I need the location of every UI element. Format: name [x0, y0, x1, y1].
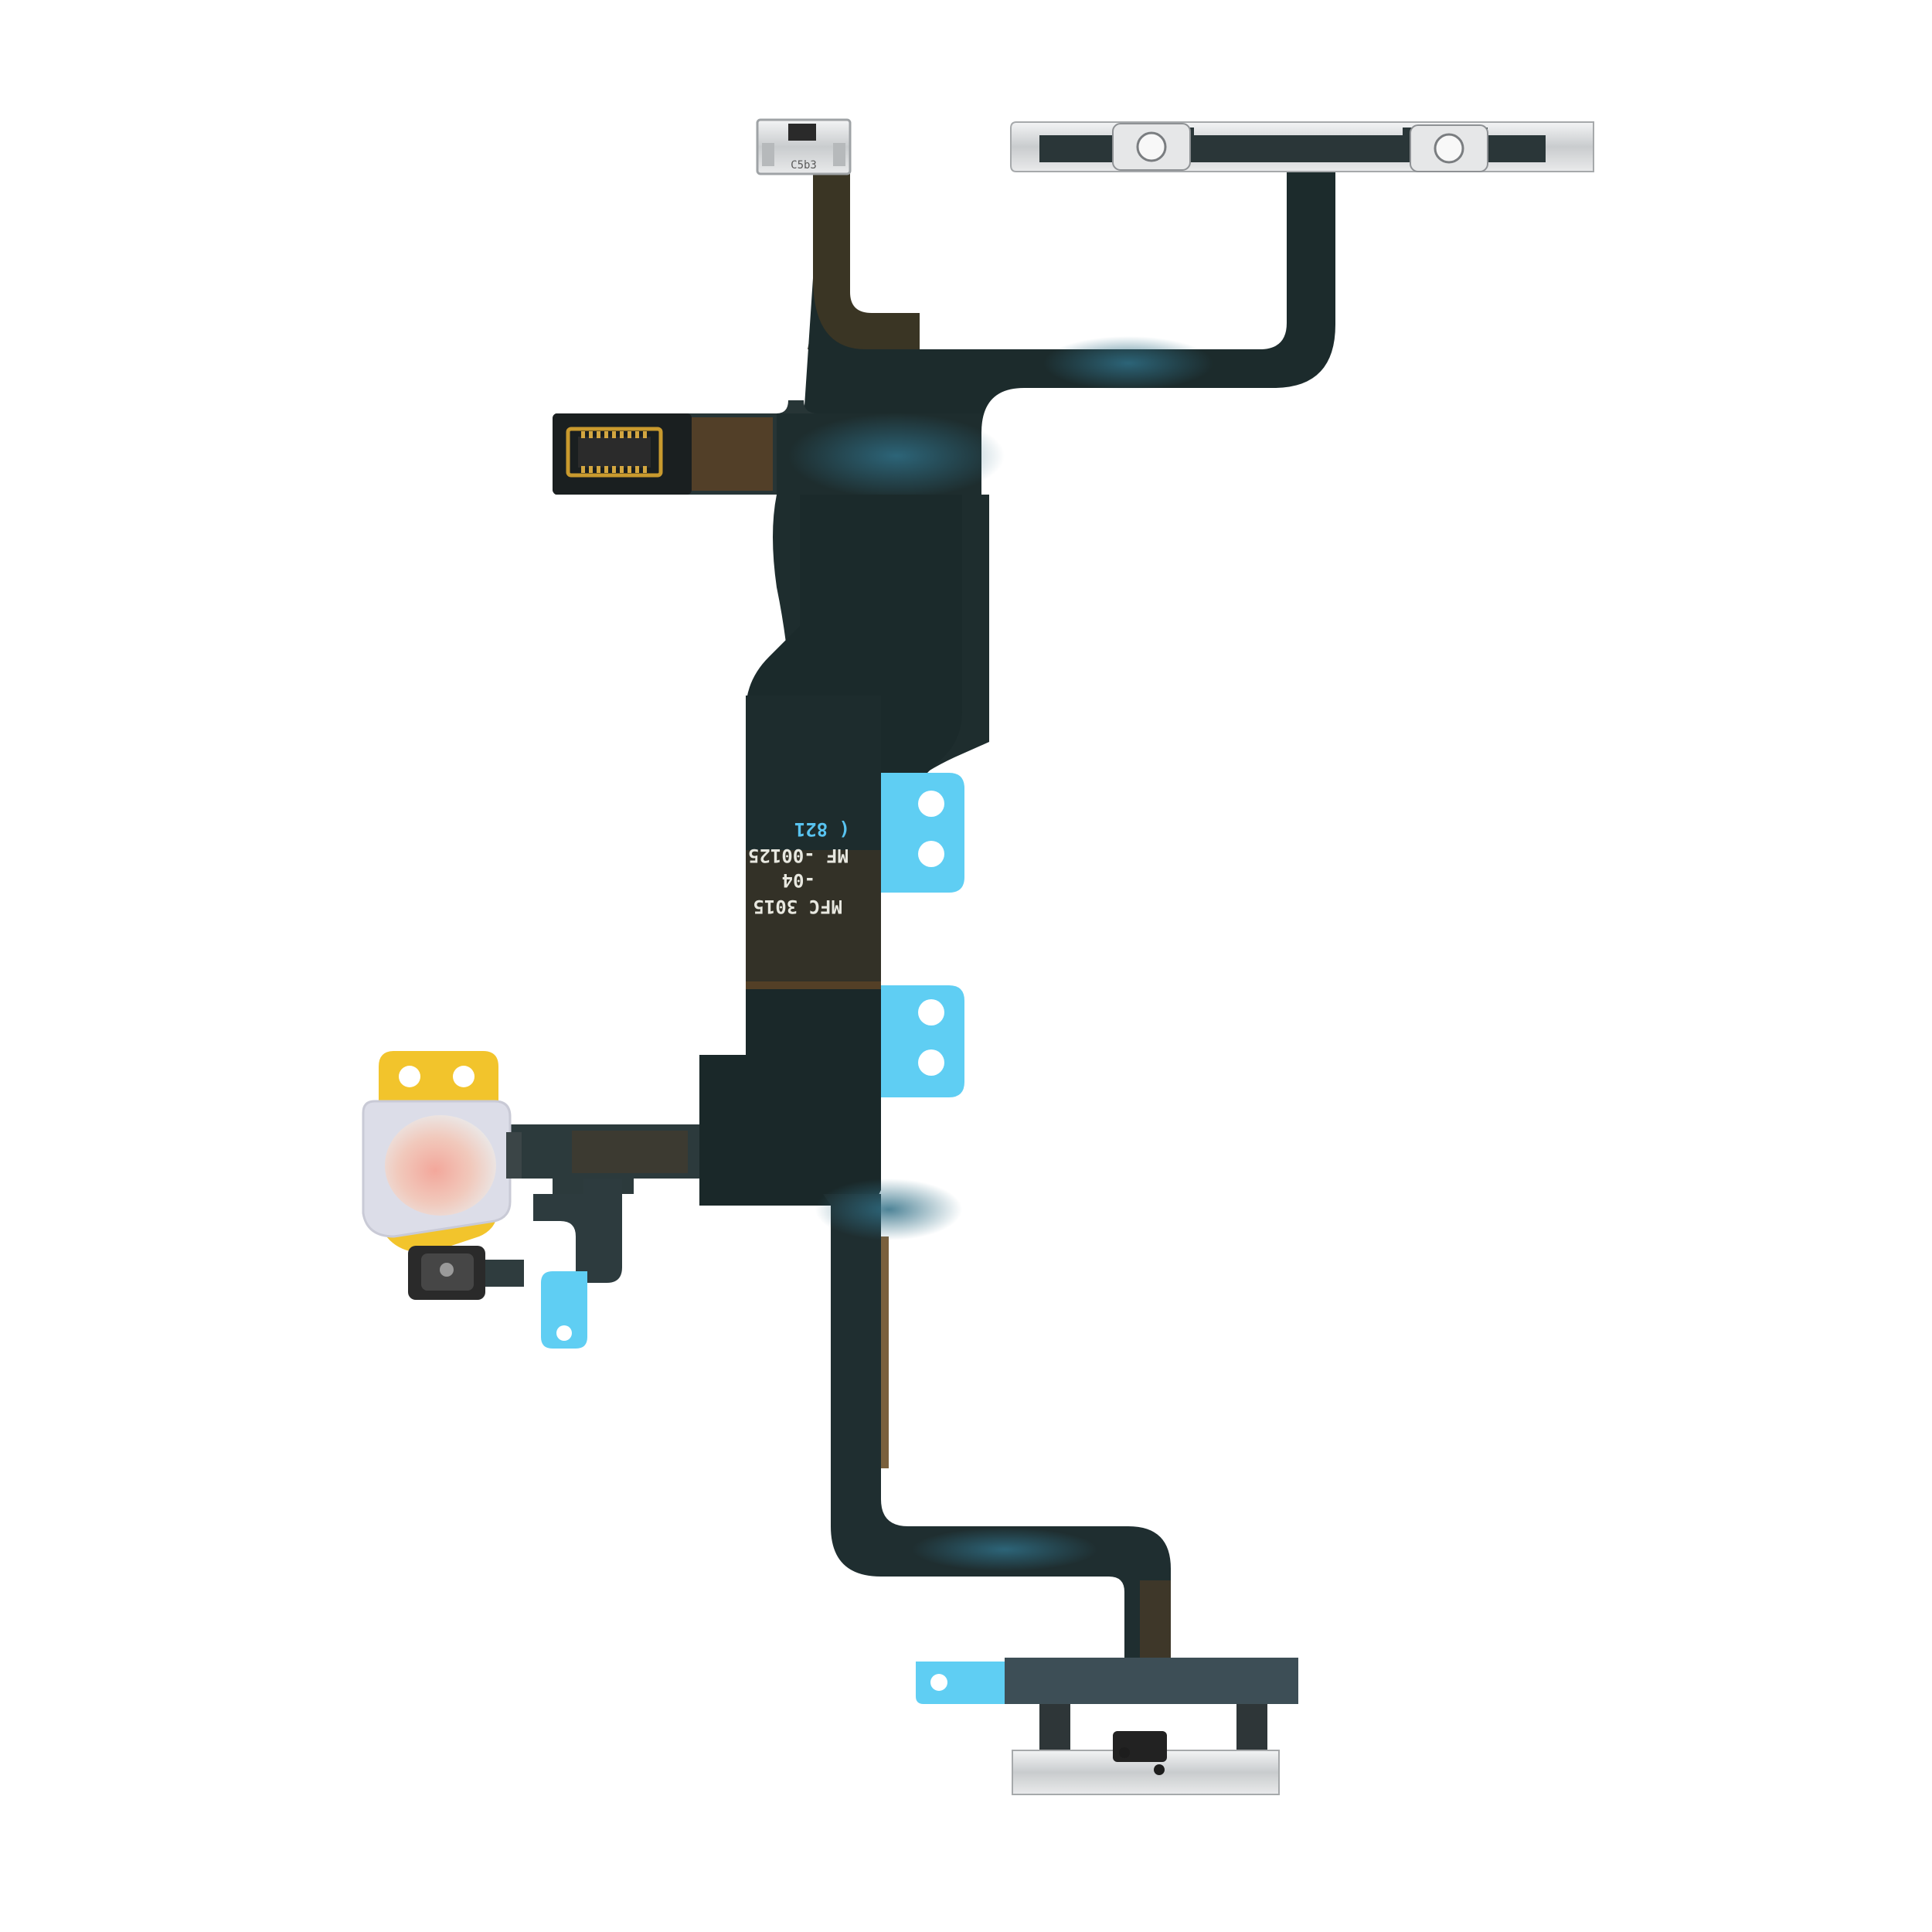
connector-gold-frame — [566, 427, 663, 478]
adhesive-hole — [918, 999, 944, 1026]
adhesive-hole — [918, 791, 944, 817]
bottom-button-screw — [1154, 1764, 1165, 1775]
mute-switch-slot — [788, 124, 816, 141]
silkscreen-line-2: -04 — [782, 869, 815, 891]
flex-lower-trunk — [823, 1194, 1171, 1677]
adhesive-tab-upper — [881, 773, 964, 893]
adhesive-tab-flash — [541, 1271, 587, 1349]
adhesive-hole — [930, 1674, 947, 1691]
chip-marking: C5b3 — [791, 159, 817, 172]
flash-hook — [533, 1179, 622, 1283]
power-switch-tab — [485, 1260, 524, 1287]
silkscreen-markings: MFC 3015 -04 MF -00125 ( 821 — [748, 818, 850, 917]
trunk-copper-band-2 — [746, 981, 881, 989]
board-connector — [553, 413, 692, 495]
adhesive-tab-bottom — [916, 1662, 1005, 1704]
gloss-top — [1043, 336, 1213, 390]
top-switch-lead — [808, 166, 920, 349]
flex-cable-body — [495, 145, 1335, 1677]
flash-side-block — [506, 1132, 522, 1179]
mute-switch-pad-right — [833, 143, 845, 166]
flex-top-bar — [804, 145, 1335, 452]
connector-pins — [581, 431, 647, 473]
bottom-button-screw — [1119, 1747, 1130, 1758]
gloss-lower — [815, 1179, 962, 1240]
volume-up-button-dome — [1136, 131, 1167, 162]
bottom-bracket-leg-right — [1236, 1704, 1267, 1758]
lower-trunk-copper — [881, 1236, 889, 1468]
bottom-bracket-plate — [1012, 1750, 1280, 1795]
adhesive-hole — [918, 1049, 944, 1076]
gloss-upper — [788, 413, 1005, 498]
bottom-bracket-flex — [1005, 1658, 1298, 1719]
flex-lower-block — [699, 989, 881, 1206]
gloss-zigzag — [912, 1528, 1097, 1571]
volume-bracket — [1010, 121, 1594, 172]
power-switch-dot — [440, 1263, 454, 1277]
power-switch — [408, 1246, 524, 1300]
flash-lens — [385, 1115, 496, 1216]
flash-assembly — [362, 1051, 522, 1253]
bottom-bracket — [1005, 1658, 1298, 1795]
mute-switch-housing — [756, 118, 852, 175]
adhesive-hole — [556, 1325, 572, 1341]
silkscreen-line-1: MFC 3015 — [753, 896, 842, 917]
silkscreen-line-4: ( 821 — [794, 818, 850, 840]
mute-switch-pad-left — [762, 143, 774, 166]
connector-branch-copper — [680, 417, 773, 491]
flash-arm-copper — [572, 1131, 688, 1173]
connector-body — [578, 437, 651, 468]
adhesive-tabs — [541, 773, 1005, 1704]
trunk-copper-band-1 — [746, 850, 881, 981]
flash-tape-hole — [399, 1066, 420, 1087]
mute-switch: C5b3 — [756, 118, 852, 175]
bottom-button-socket — [1113, 1731, 1167, 1762]
flash-tape-hole — [453, 1066, 474, 1087]
adhesive-hole — [918, 841, 944, 867]
volume-down-button-dome — [1434, 133, 1464, 164]
bottom-bracket-leg-left — [1039, 1704, 1070, 1758]
silkscreen-line-3: MF -00125 — [748, 845, 849, 866]
adhesive-tab-middle — [881, 985, 964, 1097]
